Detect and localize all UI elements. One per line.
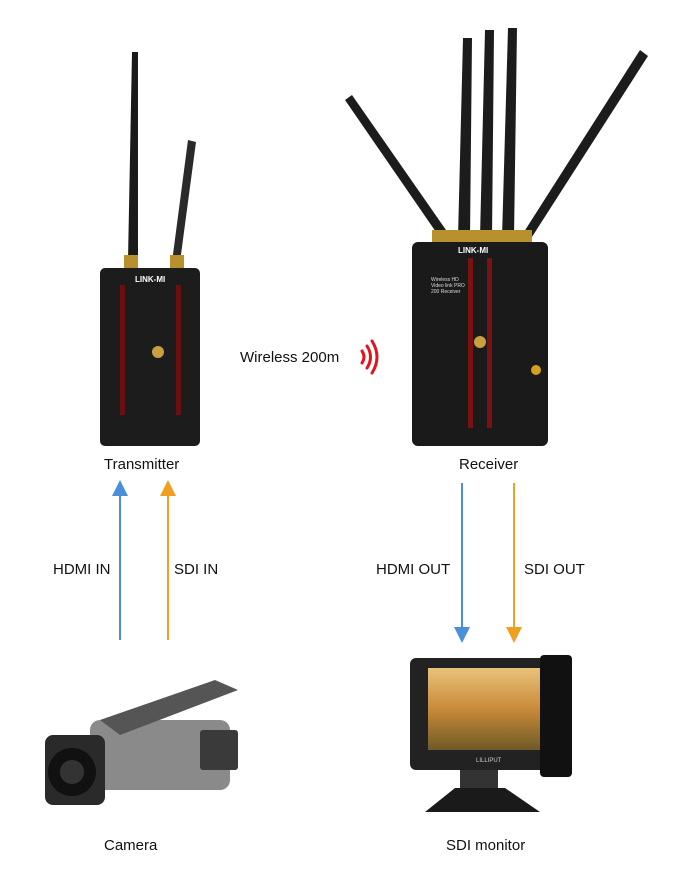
wireless-label: Wireless 200m xyxy=(240,349,340,366)
camera-label: Camera xyxy=(104,837,158,854)
hdmi-in-label: HDMI IN xyxy=(53,561,111,578)
receiver-device: LINK-MI xyxy=(345,28,648,446)
transmitter-device: LINK-MI xyxy=(100,52,200,446)
transmitter-label: Transmitter xyxy=(104,456,180,473)
svg-text:LINK-MI: LINK-MI xyxy=(458,246,488,255)
monitor-image: LILLIPUT xyxy=(410,655,572,812)
hdmi-out-label: HDMI OUT xyxy=(376,561,451,578)
sdi-in-label: SDI IN xyxy=(174,561,219,578)
svg-text:LINK-MI: LINK-MI xyxy=(135,275,165,284)
monitor-label: SDI monitor xyxy=(446,837,526,854)
wireless-signal-icon xyxy=(360,339,379,375)
receiver-product-text: Wireless HD Video link PRO 200 Receiver xyxy=(431,277,465,295)
camera-image xyxy=(45,680,238,805)
sdi-out-label: SDI OUT xyxy=(524,561,585,578)
receiver-label: Receiver xyxy=(459,456,519,473)
svg-text:LILLIPUT: LILLIPUT xyxy=(476,758,502,764)
